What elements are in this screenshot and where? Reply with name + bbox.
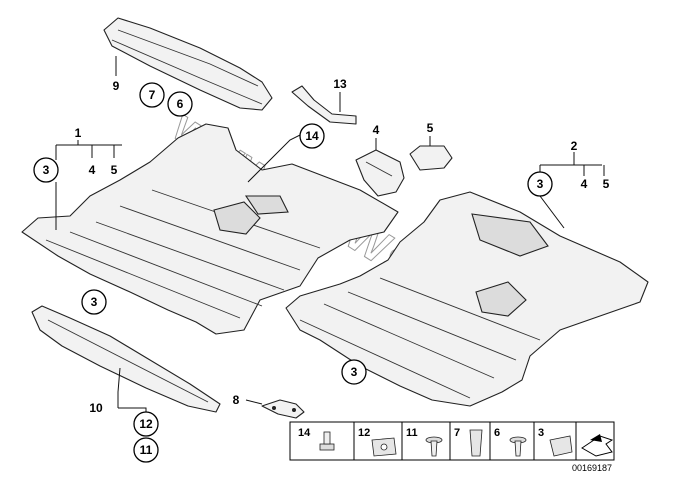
part-9-shield [103,17,273,111]
callout-14: 14 [305,129,319,143]
part-10-lower-panel [31,305,221,413]
callout-10: 10 [89,401,103,415]
part-13-bracket [291,85,357,125]
legend-num-11: 11 [406,427,418,439]
callout-7: 7 [149,88,156,102]
callout-6-circle [167,91,193,117]
callout-3c: 3 [91,295,98,309]
screw-6-icon [509,436,527,457]
callout-3a: 3 [43,163,50,177]
callout-3b-circle [527,171,553,197]
clip-nut-3-icon [549,435,573,457]
callout-2: 2 [571,139,578,153]
callout-4b: 4 [373,123,380,137]
clip-14-icon [319,431,335,451]
callout-3d: 3 [351,365,358,379]
callout-3a-circle [33,157,59,183]
nut-12-icon [371,437,397,457]
callout-12-circle [133,411,159,437]
callout-9: 9 [113,79,120,93]
part-8-bracket [261,399,305,419]
callout-5a: 5 [111,163,118,177]
callout-14-circle [299,123,325,149]
fastener-legend: 14 12 11 7 6 3 [289,421,615,473]
diagram-reference: 00169187 [572,463,612,473]
part-4-cover [355,149,405,197]
legend-num-6: 6 [494,427,500,439]
callout-8: 8 [233,393,240,407]
callout-6: 6 [177,97,184,111]
legend-num-3: 3 [538,427,544,439]
legend-num-14: 14 [298,427,311,439]
grommet-7-icon [469,429,483,457]
callout-3c-circle [81,289,107,315]
callout-5b: 5 [427,121,434,135]
orientation-arrow-icon [581,434,614,457]
callout-5c: 5 [603,177,610,191]
callout-3b: 3 [537,177,544,191]
legend-num-7: 7 [454,427,460,439]
part-2-underbody-shield [285,191,649,407]
screw-11-icon [425,436,443,457]
callout-11-circle [133,437,159,463]
callout-4c: 4 [581,177,588,191]
part-1-underbody-shield [21,123,399,335]
callout-4a: 4 [89,163,96,177]
callout-13: 13 [333,77,347,91]
legend-num-12: 12 [358,427,370,439]
callout-11: 11 [140,443,153,457]
callout-1: 1 [75,126,82,140]
callout-7-circle [139,82,165,108]
callout-3d-circle [341,359,367,385]
part-5-cap [409,145,453,171]
callout-12: 12 [139,417,153,431]
